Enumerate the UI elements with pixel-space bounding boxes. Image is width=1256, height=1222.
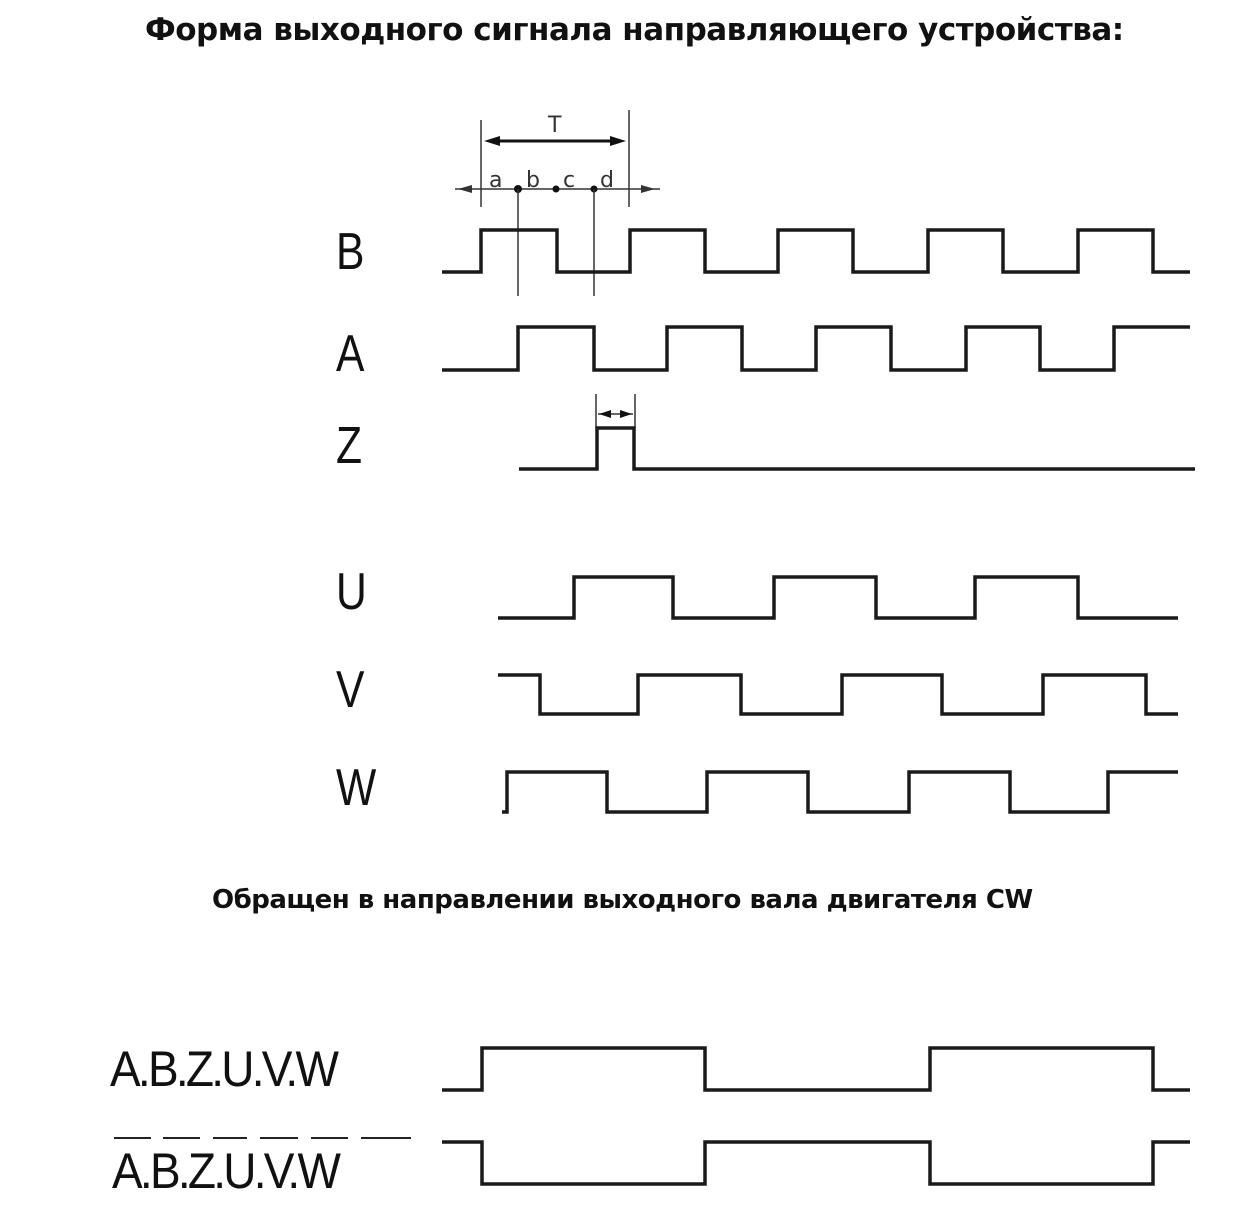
index-pulse-width-annotation	[595, 394, 636, 428]
segment-annotation: a b c d	[455, 168, 660, 296]
signal-label-b: B	[336, 223, 365, 281]
signal-label-v: V	[336, 661, 365, 719]
waveform-u	[498, 575, 1178, 620]
segment-label-c: c	[563, 168, 575, 193]
period-label: T	[547, 113, 562, 138]
overbar-b	[163, 1137, 200, 1139]
waveform-a	[442, 325, 1190, 372]
waveform-v	[498, 673, 1178, 716]
overbar-w	[361, 1137, 411, 1139]
waveform-line-driver-complement	[442, 1140, 1190, 1186]
segment-label-a: a	[489, 168, 502, 193]
overbar-v	[311, 1137, 348, 1139]
waveform-z	[519, 426, 1195, 471]
segment-label-d: d	[600, 168, 614, 193]
signal-label-w: W	[336, 759, 377, 817]
diagram-title: Форма выходного сигнала направляющего ус…	[145, 12, 1124, 48]
segment-label-b: b	[526, 168, 540, 193]
waveform-b	[442, 228, 1190, 274]
period-annotation: T	[480, 110, 630, 207]
waveform-w	[502, 770, 1178, 814]
waveform-line-driver-true	[442, 1046, 1190, 1092]
line-driver-true-label: A.B.Z.U.V.W	[110, 1041, 339, 1097]
overbar-a	[114, 1137, 151, 1139]
overbar-u	[260, 1137, 298, 1139]
signal-label-a: A	[336, 325, 365, 383]
line-driver-complement-label: A.B.Z.U.V.W	[112, 1143, 341, 1199]
rotation-direction-caption: Обращен в направлении выходного вала дви…	[212, 885, 1033, 915]
signal-label-u: U	[336, 563, 367, 621]
signal-label-z: Z	[336, 417, 363, 475]
overbar-z	[213, 1137, 247, 1139]
